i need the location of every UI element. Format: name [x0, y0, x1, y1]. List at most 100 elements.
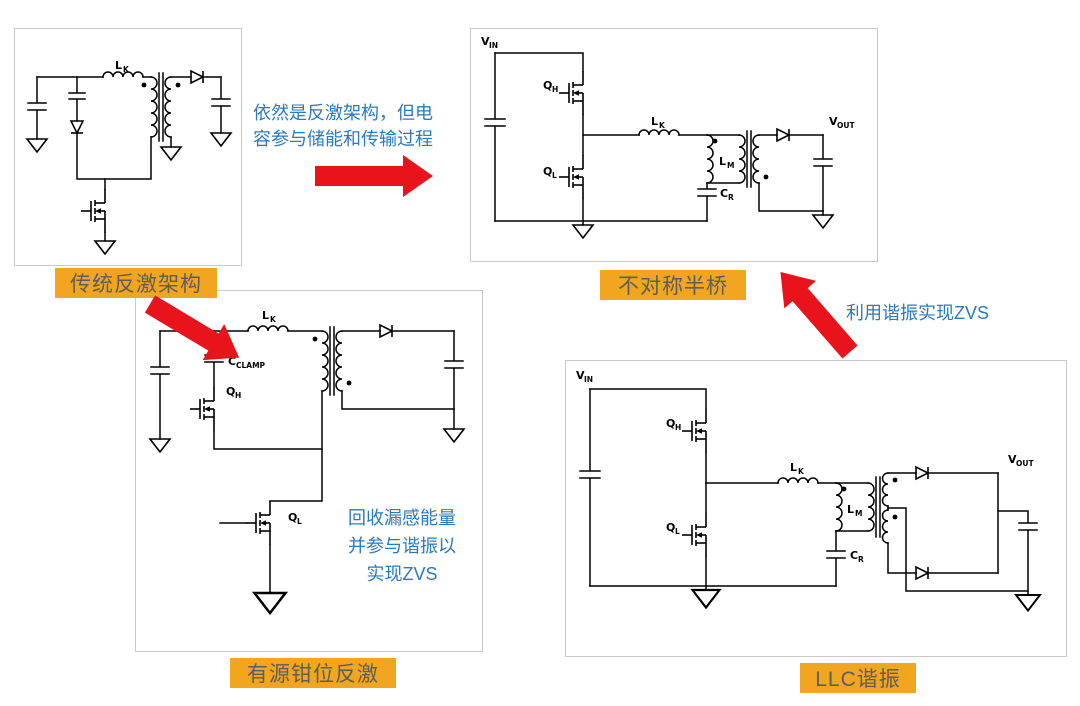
output-capacitor [211, 76, 231, 134]
lm-label-sub: M [727, 161, 734, 170]
badge-active-clamp-flyback: 有源钳位反激 [230, 658, 396, 688]
active-clamp-circuit-box: L K C CLAMP Q H Q L [135, 290, 483, 652]
output-capacitor [444, 330, 464, 430]
qh-label: Q [666, 417, 675, 430]
ground-symbol [160, 146, 182, 161]
qh-mosfet [189, 386, 215, 432]
lk-inductor [638, 129, 680, 136]
transformer-core [329, 326, 335, 396]
qh-mosfet [681, 408, 707, 454]
ground-symbol [94, 240, 116, 255]
cr-label: C [720, 187, 728, 200]
secondary-winding [335, 330, 343, 392]
phase-dot [892, 514, 898, 520]
lk-inductor [777, 477, 819, 484]
lk-label-sub: K [123, 65, 130, 74]
phase-dot [346, 380, 352, 386]
half-bridge-schematic: V IN Q H Q L L K L M C R V OUT [481, 35, 855, 239]
wires [484, 52, 833, 226]
lk-label-sub: K [798, 467, 805, 476]
lk-label: L [790, 461, 797, 474]
badge-llc-resonant: LLC谐振 [800, 663, 916, 693]
transformer-core [875, 476, 881, 538]
qh-label: Q [226, 385, 235, 398]
lk-inductor [102, 71, 144, 78]
ground-symbol [812, 214, 834, 229]
lk-inductor [247, 325, 289, 332]
wires [27, 71, 231, 242]
arrow-flyback-to-active-clamp [144, 295, 240, 361]
vout-label-sub: OUT [1016, 459, 1034, 468]
ground-symbol [253, 591, 287, 615]
qh-label-sub: H [675, 423, 681, 432]
phase-dot [841, 486, 847, 492]
llc-schematic: V IN Q H Q L L K L M C R V OUT [576, 369, 1041, 612]
vin-label: V [481, 35, 490, 48]
vin-label: V [576, 369, 585, 382]
input-capacitor [27, 76, 47, 140]
ground-symbol [1015, 594, 1041, 612]
wires [579, 388, 1038, 596]
ground-symbol [26, 138, 48, 153]
lk-label-sub: K [659, 121, 666, 130]
qh-label-sub: H [552, 85, 558, 94]
cr-label-sub: R [858, 555, 864, 564]
transformer-core [158, 72, 164, 142]
ql-mosfet [558, 154, 584, 200]
lm-inductor [706, 134, 714, 184]
arrow-shape [780, 272, 858, 359]
arrow-llc-to-half-bridge [780, 272, 858, 359]
lk-label: L [115, 59, 122, 72]
ground-symbol [691, 588, 721, 609]
qh-label: Q [543, 79, 552, 92]
primary-winding [321, 330, 329, 392]
lm-label: L [847, 503, 854, 516]
transformer-core [746, 130, 752, 188]
rectifier-diode-top [915, 466, 929, 480]
lm-label: L [719, 155, 726, 168]
vin-label-sub: IN [489, 41, 498, 50]
primary-winding [150, 76, 158, 138]
cclamp-label-sub: CLAMP [236, 361, 266, 370]
ground-symbol [210, 132, 232, 147]
half-bridge-circuit-box: V IN Q H Q L L K L M C R V OUT [470, 28, 878, 262]
qh-mosfet [558, 70, 584, 116]
output-diode [379, 324, 393, 338]
output-capacitor [813, 134, 833, 212]
ql-label-sub: L [552, 171, 557, 180]
phase-dot [175, 82, 181, 88]
input-capacitor [579, 388, 601, 587]
cclamp-label: C [228, 355, 236, 368]
vin-label-sub: IN [584, 375, 593, 384]
lm-label-sub: M [855, 509, 862, 518]
ground-symbol [149, 438, 171, 453]
phase-dot [892, 477, 898, 483]
secondary-winding-1 [881, 472, 889, 507]
cr-capacitor [826, 530, 846, 587]
phase-dot [312, 336, 318, 342]
output-diode [776, 128, 790, 142]
ql-mosfet [245, 500, 271, 546]
ql-label: Q [543, 165, 552, 178]
lk-label: L [651, 115, 658, 128]
cr-label: C [850, 549, 858, 562]
annotation-active-clamp: 回收漏感能量 并参与谐振以 实现ZVS [348, 508, 456, 584]
secondary-winding-2 [881, 509, 889, 544]
ql-label: Q [288, 511, 297, 524]
input-capacitor [150, 330, 170, 440]
vout-label-sub: OUT [837, 121, 855, 130]
ql-label: Q [666, 521, 675, 534]
llc-circuit-box: V IN Q H Q L L K L M C R V OUT [565, 360, 1067, 657]
wires [150, 325, 464, 594]
output-diode [190, 70, 204, 84]
phase-dot [141, 82, 147, 88]
primary-winding [738, 134, 746, 184]
annotation-flyback-to-half-bridge: 依然是反激架构，但电容参与储能和传输过程 [253, 103, 433, 150]
active-clamp-schematic: L K C CLAMP Q H Q L [149, 309, 465, 615]
ql-label-sub: L [297, 517, 302, 526]
cr-label-sub: R [728, 193, 734, 202]
lk-label-sub: K [270, 315, 277, 324]
phase-dot [763, 174, 769, 180]
vout-label: V [1008, 453, 1017, 466]
